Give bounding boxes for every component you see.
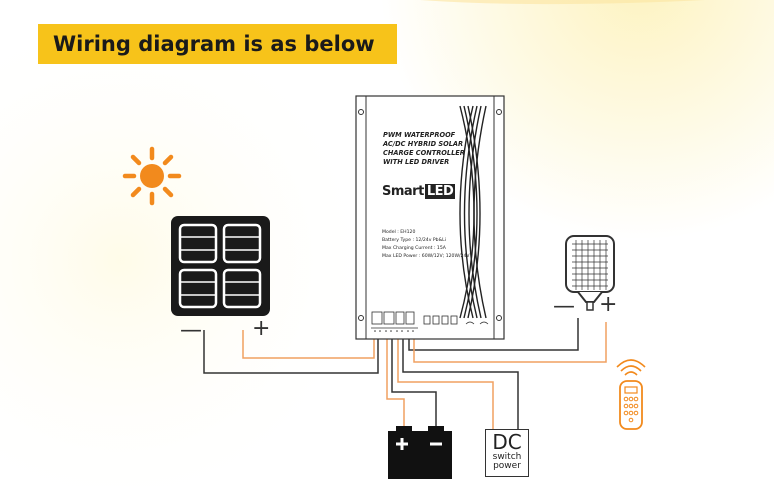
controller-model: Model : EH120 [382, 230, 416, 235]
controller-title-line: AC/DC HYBRID SOLAR [383, 140, 464, 148]
controller-max-charging-current: Max Charging Current : 15A [382, 246, 446, 251]
wire-battery-negative [391, 336, 437, 432]
wire-lamp-negative [408, 318, 579, 351]
battery-icon [388, 426, 452, 479]
controller-title-line: CHARGE CONTROLLER [383, 149, 465, 157]
lamp-positive-sign: + [599, 292, 618, 317]
wires [203, 318, 607, 432]
heatsink-curves [459, 105, 487, 319]
wire-dc-negative [402, 336, 519, 430]
dc-label: DC [492, 430, 522, 454]
solar-panel-icon [171, 216, 270, 316]
wire-panel-positive [242, 330, 375, 359]
panel-positive-sign: + [252, 316, 271, 341]
wire-panel-negative [203, 330, 379, 374]
wire-battery-positive [386, 336, 405, 432]
dc-power-label: power [493, 461, 521, 471]
panel-negative-sign: — [180, 318, 202, 343]
wire-dc-positive [397, 336, 494, 430]
dc-switch-power-box: DC switch power [485, 429, 529, 477]
sun-icon [122, 146, 182, 206]
logo-led: LED [424, 184, 456, 199]
dc-switch-label: switch [492, 452, 522, 462]
title-banner: Wiring diagram is as below [38, 24, 397, 64]
remote-control-icon [616, 359, 646, 430]
logo-main: Smart [382, 184, 424, 199]
page-title: Wiring diagram is as below [53, 32, 375, 56]
charge-controller [355, 95, 505, 340]
controller-max-led-power: Max LED Power : 60W/12V; 120W/24V [382, 254, 470, 259]
controller-battery-type: Battery Type : 12/24v Pb&Li [382, 238, 447, 243]
wire-lamp-positive [413, 322, 607, 363]
terminal-strip [371, 311, 489, 332]
controller-title-line: PWM WATERPROOF [383, 131, 456, 139]
led-lamp-icon [565, 235, 615, 311]
lamp-negative-sign: — [553, 294, 575, 319]
controller-title: PWM WATERPROOF AC/DC HYBRID SOLAR CHARGE… [383, 131, 483, 167]
controller-title-line: WITH LED DRIVER [383, 158, 450, 166]
